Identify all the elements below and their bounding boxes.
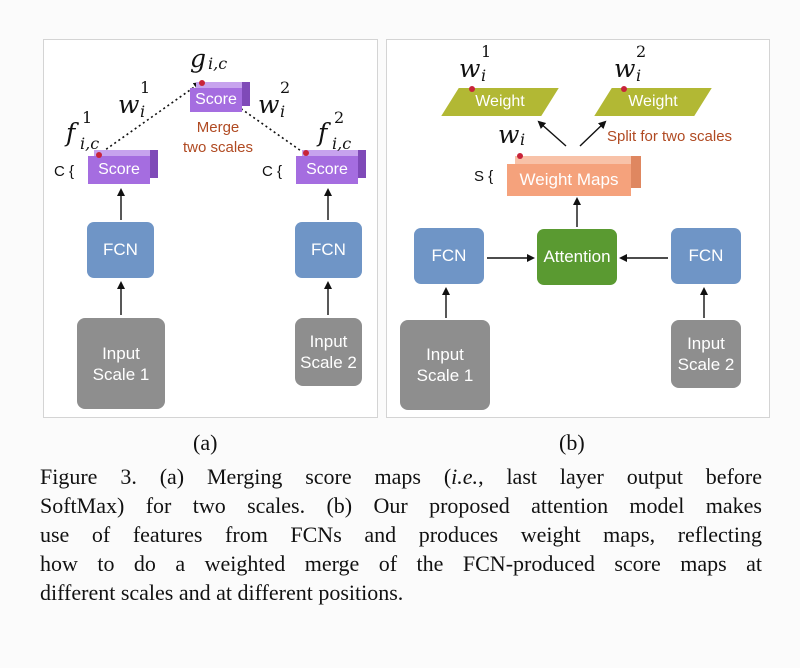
w1b-sub: i xyxy=(481,66,487,85)
score-block-right: Score xyxy=(296,150,366,184)
w2b-sub: i xyxy=(636,66,642,85)
wi-sub: i xyxy=(520,130,526,149)
input-scale2-b-line1: Input xyxy=(687,334,725,353)
score-right-label: Score xyxy=(306,161,348,178)
caption-line-2: SoftMax) for two scales. (b) Our propose… xyxy=(40,493,762,518)
merge-note: Merge two scales xyxy=(168,118,268,158)
point-marker-weight-left xyxy=(469,86,475,92)
input-scale2-line1: Input xyxy=(309,332,348,351)
weight-maps-label: Weight Maps xyxy=(519,170,619,189)
w1-symbol-a: w 1 i xyxy=(118,78,151,121)
point-marker-right xyxy=(303,150,309,156)
w1a-sub: i xyxy=(140,102,146,121)
caption-line-1: Figure 3. (a) Merging score maps (i.e., … xyxy=(40,464,762,489)
w2-symbol-a: w 2 i xyxy=(258,78,291,121)
input-scale1-b-line1: Input xyxy=(426,345,464,364)
fcn1-b-label: FCN xyxy=(431,246,467,265)
f2-sub: i,c xyxy=(332,134,352,153)
input-scale2-line2: Scale 2 xyxy=(300,353,357,372)
score-top-label: Score xyxy=(195,91,237,108)
w2a-sub: i xyxy=(280,102,286,121)
figure-caption: Figure 3. (a) Merging score maps (i.e., … xyxy=(40,462,762,607)
arrow-split-left xyxy=(537,120,567,147)
f2-sup: 2 xyxy=(334,108,345,127)
g-symbol: g i,c xyxy=(190,44,228,73)
fcn2-label: FCN xyxy=(311,240,346,259)
score-block-top: Score xyxy=(190,82,250,112)
w1b-sup: 1 xyxy=(481,42,492,61)
wi-symbol: w i xyxy=(498,120,526,149)
f1-sup: 1 xyxy=(82,108,93,127)
fcn2-block: FCN xyxy=(295,222,362,278)
fcn1-block: FCN xyxy=(87,222,154,278)
c-channels-left: C { xyxy=(54,163,75,180)
input-scale1-line2: Scale 1 xyxy=(92,364,150,384)
w1a-sup: 1 xyxy=(140,78,151,97)
point-marker-weightmaps xyxy=(517,153,523,159)
f2-symbol: f 2 i,c xyxy=(318,108,352,153)
w1-symbol-b: w 1 i xyxy=(459,42,492,85)
score-block-left: Score xyxy=(88,150,158,184)
merge-note-line2: two scales xyxy=(182,139,254,156)
attention-block: Attention xyxy=(537,229,617,285)
caption-line-4: how to do a weighted merge of the FCN-pr… xyxy=(40,551,762,576)
merge-note-line1: Merge xyxy=(196,119,240,136)
input-scale1-b-line2: Scale 1 xyxy=(416,366,474,385)
weight-right-label: Weight xyxy=(628,93,678,110)
fcn1-block-b: FCN xyxy=(414,228,484,284)
w2a-sup: 2 xyxy=(280,78,291,97)
weight-block-right: Weight xyxy=(594,88,712,116)
attention-label: Attention xyxy=(543,247,611,266)
point-marker-left xyxy=(96,152,102,158)
s-channels-label: S { xyxy=(474,168,494,185)
w2-symbol-b: w 2 i xyxy=(614,42,647,85)
input-scale1-line1: Input xyxy=(102,343,140,363)
input-scale2-b-line2: Scale 2 xyxy=(677,355,735,374)
weight-maps-block: Weight Maps xyxy=(507,156,641,196)
split-note: Split for two scales xyxy=(607,128,733,145)
f1-symbol: f 1 i,c xyxy=(66,108,100,153)
caption-line-5: different scales and at different positi… xyxy=(40,580,404,605)
caption-line-3: use of features from FCNs and produces w… xyxy=(40,522,762,547)
fcn2-block-b: FCN xyxy=(671,228,741,284)
weight-left-label: Weight xyxy=(475,93,525,110)
point-marker-top xyxy=(199,80,205,86)
point-marker-weight-right xyxy=(621,86,627,92)
fcn1-label: FCN xyxy=(103,240,138,259)
fcn2-b-label: FCN xyxy=(688,246,724,265)
subfigure-label-b: (b) xyxy=(559,430,585,455)
g-sub: i,c xyxy=(208,54,228,73)
f1-sub: i,c xyxy=(80,134,100,153)
c-channels-right: C { xyxy=(262,163,283,180)
subfigure-label-a: (a) xyxy=(193,430,218,455)
dotted-line-w1 xyxy=(97,81,202,156)
score-left-label: Score xyxy=(98,161,140,178)
arrow-split-right xyxy=(579,120,607,147)
w2b-sup: 2 xyxy=(636,42,647,61)
weight-block-left: Weight xyxy=(441,88,559,116)
